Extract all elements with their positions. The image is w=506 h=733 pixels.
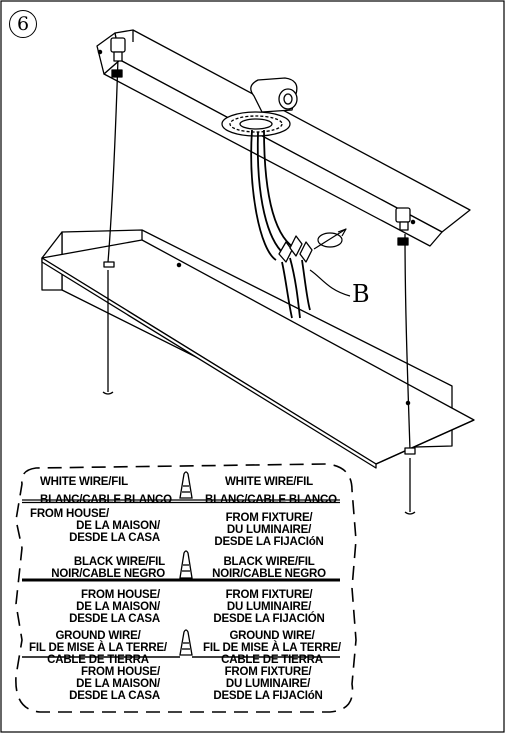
suspension-cables: [102, 57, 416, 515]
cable-gripper-right: [395, 207, 416, 455]
black-left-wire-label: BLACK WIRE/FIL NOIR/CABLE NEGRO: [40, 556, 165, 580]
label-line: DE LA MAISON/: [76, 601, 160, 613]
label-line: FIL DE MISE À LA TERRE/: [203, 642, 341, 654]
ground-right-wire-label: GROUND WIRE/ FIL DE MISE À LA TERRE/ CAB…: [192, 630, 352, 666]
label-line: FROM FIXTURE/: [224, 666, 312, 678]
legend-wires: [22, 499, 340, 658]
wire-nut-icon: [179, 550, 193, 579]
black-left-source-label: FROM HOUSE/ DE LA MAISON/ DESDE LA CASA: [30, 589, 160, 625]
mounting-crossbar: [96, 29, 471, 247]
step-number-badge: 6: [9, 10, 37, 38]
label-line: DU LUMINAIRE/: [226, 601, 312, 613]
fixture-wires: [250, 129, 311, 319]
wire-nut-icon: [179, 629, 193, 656]
label-line: DESDE LA CASA: [69, 690, 160, 702]
label-line: FROM FIXTURE/: [225, 512, 313, 524]
wire-connector-callout-label: B: [352, 280, 370, 308]
label-line: DE LA MAISON/: [76, 678, 160, 690]
label-line: FROM HOUSE/: [81, 589, 160, 601]
white-right-source-label: FROM FIXTURE/ DU LUMINAIRE/ DESDE LA FIJ…: [205, 512, 333, 548]
label-line: FROM HOUSE/: [30, 508, 109, 520]
label-line: WHITE WIRE/FIL: [40, 476, 128, 488]
ground-left-source-label: FROM HOUSE/ DE LA MAISON/ DESDE LA CASA: [30, 666, 160, 702]
twist-arrow-icon: [313, 228, 347, 250]
label-line: DESDE LA CASA: [69, 613, 160, 625]
label-line: DU LUMINAIRE/: [225, 678, 311, 690]
label-line: DU LUMINAIRE/: [226, 524, 312, 536]
label-line: BLANC/CABLE BLANCO: [205, 494, 337, 506]
fixture-body: [41, 229, 475, 469]
label-line: BLACK WIRE/FIL: [73, 556, 165, 568]
ground-left-wire-label: GROUND WIRE/ FIL DE MISE À LA TERRE/ CAB…: [14, 630, 182, 666]
ground-right-source-label: FROM FIXTURE/ DU LUMINAIRE/ DESDE LA FIJ…: [200, 666, 336, 702]
black-right-wire-label: BLACK WIRE/FIL NOIR/CABLE NEGRO: [205, 556, 333, 580]
callout-leader: [309, 269, 351, 297]
label-line: BLACK WIRE/FIL: [223, 556, 315, 568]
label-line: FROM HOUSE/: [81, 666, 160, 678]
label-line: GROUND WIRE/: [55, 630, 141, 642]
label-line: FROM FIXTURE/: [225, 589, 313, 601]
label-line: DESDE LA CASA: [69, 532, 160, 544]
label-line: DESDE LA FIJACIóN: [214, 536, 324, 548]
wire-nut-icon: [179, 471, 193, 499]
label-line: GROUND WIRE/: [229, 630, 315, 642]
outlet-box: [221, 77, 298, 137]
label-line: CABLE DE TIERRA: [47, 654, 149, 666]
label-line: DESDE LA FIJACIóN: [213, 690, 323, 702]
label-line: NOIR/CABLE NEGRO: [212, 568, 326, 580]
label-line: CABLE DE TIERRA: [221, 654, 323, 666]
label-line: DE LA MAISON/: [76, 520, 160, 532]
cable-gripper-left: [103, 37, 126, 268]
label-line: FIL DE MISE À LA TERRE/: [29, 642, 167, 654]
white-left-source-label: FROM HOUSE/ DE LA MAISON/ DESDE LA CASA: [30, 508, 160, 544]
label-line: DESDE LA FIJACIÓN: [213, 613, 325, 625]
black-right-source-label: FROM FIXTURE/ DU LUMINAIRE/ DESDE LA FIJ…: [205, 589, 333, 625]
label-line: WHITE WIRE/FIL: [225, 476, 313, 488]
wire-connectors: [278, 235, 313, 263]
legend-wire-nut-icons: [179, 471, 193, 656]
wiring-legend-border: [15, 463, 357, 713]
white-right-wire-label: WHITE WIRE/FIL BLANC/CABLE BLANCO: [205, 476, 337, 506]
white-left-wire-label: WHITE WIRE/FIL BLANC/CABLE BLANCO: [40, 476, 172, 506]
label-line: NOIR/CABLE NEGRO: [51, 568, 165, 580]
label-line: BLANC/CABLE BLANCO: [40, 494, 172, 506]
